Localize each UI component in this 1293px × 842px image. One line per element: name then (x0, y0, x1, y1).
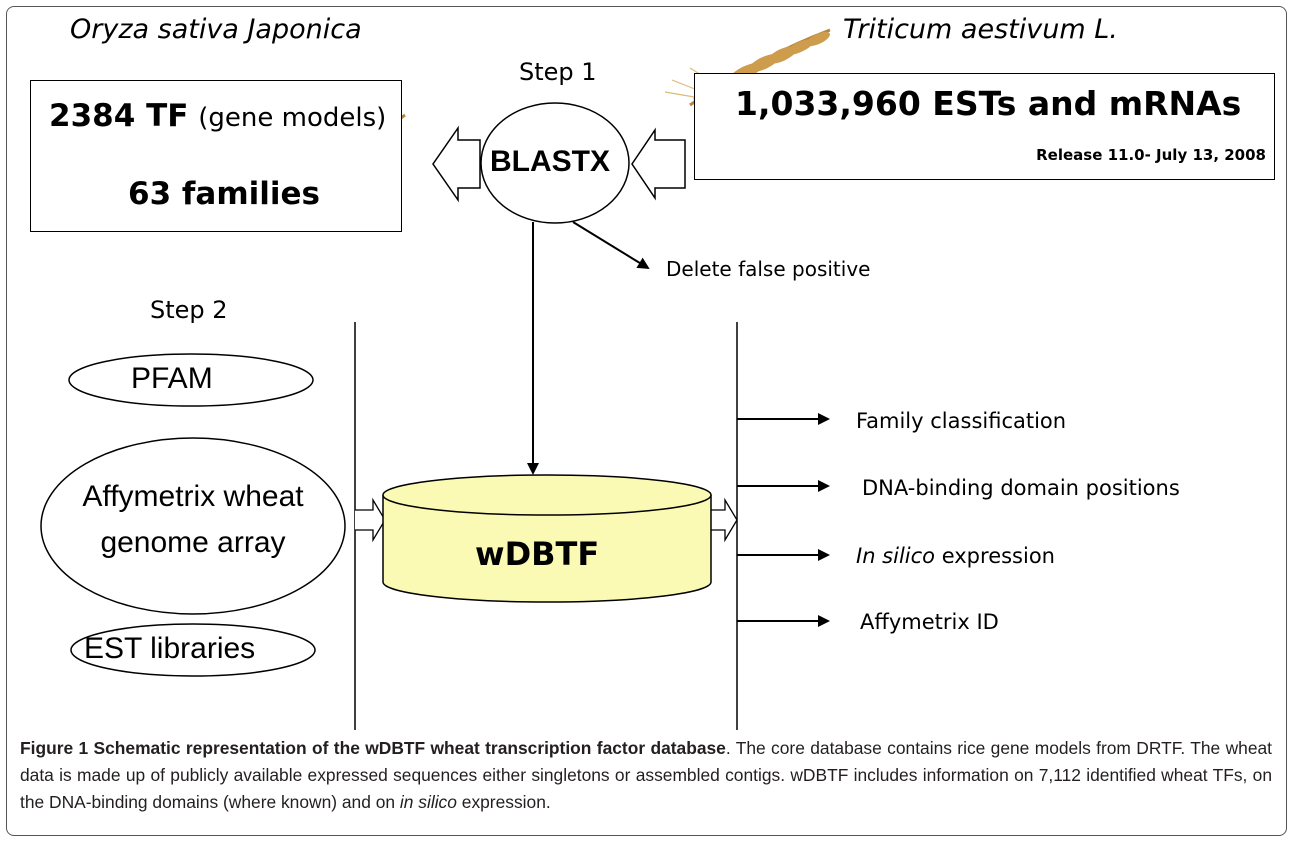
in-silico-rest: expression (935, 544, 1055, 568)
est-libraries-node (70, 623, 316, 677)
wheat-est-box: 1,033,960 ESTs and mRNAs Release 11.0- J… (694, 73, 1275, 180)
in-silico-italic: In silico (856, 544, 936, 568)
affymetrix-line-2: genome array (100, 526, 286, 559)
block-arrow-database-to-outputs (710, 497, 738, 543)
rice-tf-box: 2384 TF (gene models) 63 families (30, 80, 402, 232)
step1-label: Step 1 (519, 58, 597, 86)
rice-tf-line: 2384 TF (gene models) (49, 98, 386, 134)
delete-false-positive-label: Delete false positive (666, 257, 871, 281)
wheat-species-label: Triticum aestivum L. (843, 14, 1118, 45)
figure-caption: Figure 1 Schematic representation of the… (20, 735, 1272, 816)
caption-italic: in silico (399, 792, 457, 812)
blastx-label: BLASTX (490, 145, 610, 178)
figure-label: Figure 1 Schematic representation of the… (20, 738, 726, 758)
output-family-classification: Family classification (856, 409, 1067, 433)
affymetrix-line-1: Affymetrix wheat (82, 480, 304, 513)
rice-tf-note: (gene models) (198, 103, 387, 133)
figure-frame (6, 6, 1287, 836)
database-label: wDBTF (475, 535, 600, 573)
affymetrix-array-node (40, 437, 346, 615)
step2-label: Step 2 (150, 296, 228, 324)
est-libraries-label: EST libraries (84, 632, 256, 665)
block-arrow-wheat-to-blastx (631, 127, 686, 201)
wheat-est-count: 1,033,960 ESTs and mRNAs (735, 84, 1242, 123)
wdbtf-database-cylinder (382, 474, 712, 603)
wheat-release-note: Release 11.0- July 13, 2008 (1036, 146, 1266, 164)
affymetrix-array-label: Affymetrix wheat genome array (57, 474, 329, 566)
output-affymetrix-id: Affymetrix ID (860, 610, 999, 634)
caption-text-1: . The core database contains rice gene m… (20, 738, 1272, 812)
rice-tf-count: 2384 TF (49, 98, 189, 134)
pfam-label: PFAM (131, 362, 213, 395)
block-arrow-sources-to-database (355, 497, 386, 543)
block-arrow-blastx-to-rice (432, 125, 481, 203)
output-dna-binding-domain: DNA-binding domain positions (862, 476, 1180, 500)
rice-families: 63 families (128, 176, 320, 212)
arrow-delete-false-positive (572, 221, 650, 270)
blastx-node (480, 102, 630, 224)
output-in-silico-expression: In silico expression (856, 544, 1055, 568)
pfam-node (68, 353, 314, 407)
caption-text-2: expression. (456, 792, 551, 812)
rice-species-label: Oryza sativa Japonica (70, 14, 362, 45)
